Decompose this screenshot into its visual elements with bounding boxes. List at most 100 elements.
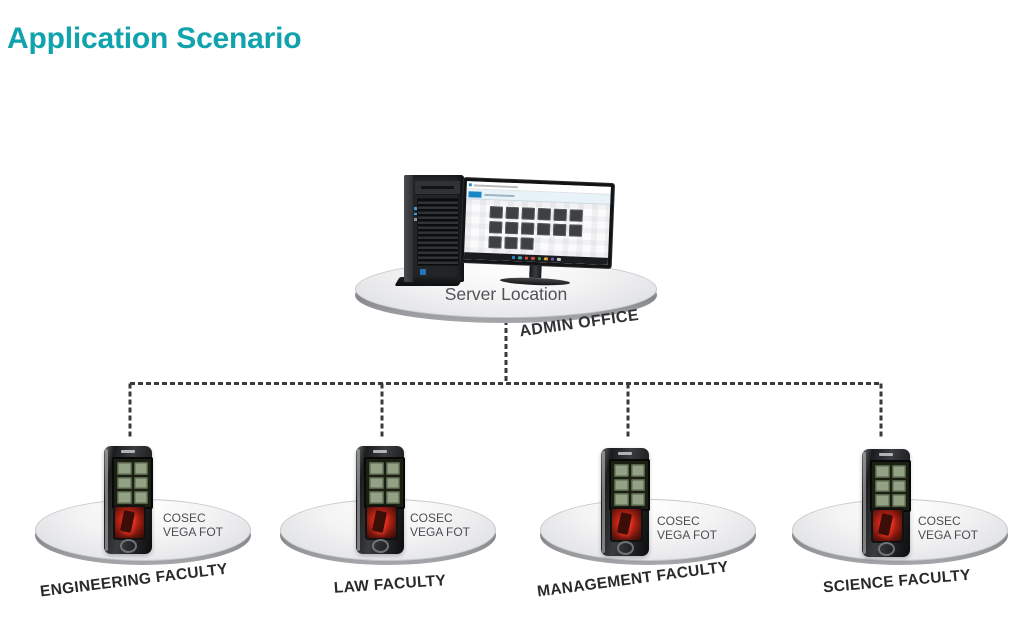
taskbar-icon xyxy=(556,257,561,262)
module-tile xyxy=(568,224,583,237)
module-tile xyxy=(552,223,567,237)
device-brand-mark xyxy=(373,450,387,453)
app-logo-dot xyxy=(468,183,472,187)
module-tile xyxy=(536,223,551,236)
device-model-line1: COSEC xyxy=(657,514,700,528)
led-icon xyxy=(413,218,417,221)
module-tile-grid xyxy=(488,206,588,252)
screen-app-icon xyxy=(614,493,629,506)
device-model-line2: VEGA FOT xyxy=(918,527,979,542)
screen-app-icon xyxy=(133,491,148,504)
taskbar-icon xyxy=(530,256,535,261)
device-screen xyxy=(112,457,153,509)
led-icon xyxy=(413,207,417,210)
cosec-logo-icon xyxy=(468,190,482,198)
module-tile xyxy=(521,207,535,220)
card-reader-icon xyxy=(617,541,634,555)
tower-vent-grille xyxy=(417,198,459,266)
led-icon xyxy=(413,212,417,215)
toolbar-text-line xyxy=(484,193,515,197)
screen-app-icon xyxy=(614,478,629,492)
module-tile xyxy=(504,221,519,235)
device-model-line2: VEGA FOT xyxy=(163,524,224,539)
screen-app-icon xyxy=(385,462,400,475)
device-edge-highlight xyxy=(357,449,360,551)
module-tile xyxy=(488,236,502,249)
vega-terminal-icon xyxy=(862,449,911,557)
monitor-bezel xyxy=(459,176,616,270)
tower-side-panel xyxy=(404,175,413,282)
software-dashboard xyxy=(464,199,611,258)
screen-app-icon xyxy=(133,462,148,475)
fingerprint-sensor-icon xyxy=(113,505,146,540)
tower-drive-slot xyxy=(421,186,454,189)
module-tile xyxy=(537,208,551,221)
device-model-label: COSEC VEGA FOT xyxy=(163,511,224,539)
page-title: Application Scenario xyxy=(7,22,302,55)
card-reader-icon xyxy=(372,539,389,553)
device-brand-mark xyxy=(618,452,632,455)
screen-app-icon xyxy=(369,462,384,475)
module-tile xyxy=(505,206,519,220)
fingerprint-sensor-icon xyxy=(365,505,398,540)
desktop-monitor-icon xyxy=(459,176,616,288)
screen-app-icon xyxy=(117,476,132,490)
device-model-line1: COSEC xyxy=(410,511,453,525)
device-screen xyxy=(609,459,650,511)
device-brand-mark xyxy=(879,453,893,456)
device-edge-highlight xyxy=(863,452,866,554)
titlebar-text-line xyxy=(473,183,518,188)
device-brand-mark xyxy=(121,450,135,453)
screen-app-icon xyxy=(117,491,132,504)
module-tile xyxy=(520,222,535,235)
vega-terminal-icon xyxy=(356,446,405,554)
screen-app-icon xyxy=(630,493,645,506)
screen-app-icon xyxy=(891,465,906,478)
taskbar-icon xyxy=(550,257,555,261)
device-model-label: COSEC VEGA FOT xyxy=(657,514,718,542)
device-model-line2: VEGA FOT xyxy=(410,524,471,539)
tower-led-indicators xyxy=(413,207,417,221)
tower-server-icon xyxy=(394,175,464,286)
fingerprint-sensor-icon xyxy=(610,507,643,542)
screen-app-icon xyxy=(117,462,132,475)
module-tile xyxy=(553,208,567,222)
device-model-line2: VEGA FOT xyxy=(657,527,718,542)
taskbar-icon xyxy=(524,256,529,260)
tower-drive-bay xyxy=(415,181,460,195)
taskbar-icon xyxy=(543,257,548,261)
screen-app-icon xyxy=(630,478,645,492)
vega-terminal-icon xyxy=(601,448,650,556)
screen-app-icon xyxy=(133,476,148,490)
fingerprint-sensor-icon xyxy=(871,508,904,543)
vega-terminal-icon xyxy=(104,446,153,554)
device-model-line1: COSEC xyxy=(163,511,206,525)
screen-app-icon xyxy=(875,465,890,478)
device-model-label: COSEC VEGA FOT xyxy=(410,511,471,539)
device-screen xyxy=(364,457,405,509)
screen-app-icon xyxy=(369,491,384,504)
module-tile xyxy=(488,221,503,234)
device-model-line1: COSEC xyxy=(918,514,961,528)
monitor-stand-neck xyxy=(529,264,542,279)
server-location-caption: Server Location xyxy=(444,284,568,304)
screen-app-icon xyxy=(875,479,890,493)
device-model-label: COSEC VEGA FOT xyxy=(918,514,979,542)
screen-app-icon xyxy=(875,494,890,507)
screen-app-icon xyxy=(369,476,384,490)
screen-app-icon xyxy=(385,491,400,504)
taskbar-icon xyxy=(511,255,516,260)
device-screen xyxy=(870,460,911,512)
monitor-screen xyxy=(463,181,611,265)
screen-app-icon xyxy=(891,494,906,507)
module-tile xyxy=(504,236,518,250)
module-tile xyxy=(569,209,583,222)
network-dashed-path xyxy=(128,320,883,438)
screen-app-icon xyxy=(630,464,645,477)
module-tile xyxy=(520,237,534,250)
module-tile xyxy=(489,206,504,219)
card-reader-icon xyxy=(120,539,137,553)
card-reader-icon xyxy=(878,542,895,556)
